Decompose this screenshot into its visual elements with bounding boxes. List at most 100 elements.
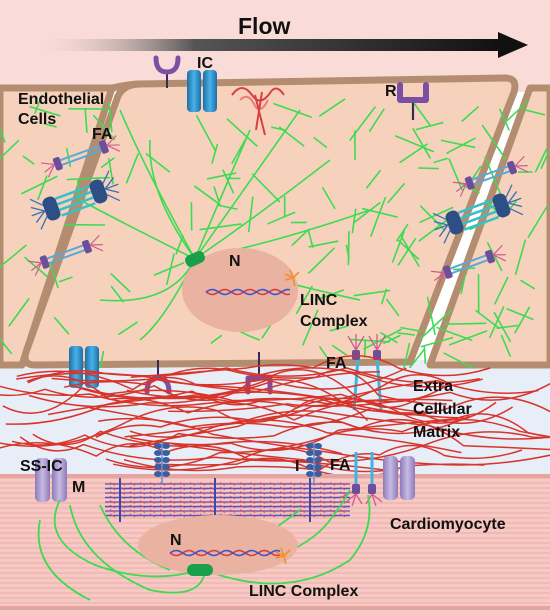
actin-filament (524, 109, 546, 116)
actin-filament (527, 206, 548, 238)
actin-filament (488, 306, 505, 339)
actin-filament (520, 279, 536, 290)
actin-myosin-crossbridge (149, 482, 156, 486)
actin-myosin-crossbridge (249, 504, 256, 509)
extracellular-matrix-fibers (0, 355, 550, 478)
actin-myosin-crossbridge (319, 482, 326, 486)
actin-myosin-crossbridge (249, 491, 256, 495)
actin-myosin-crossbridge (179, 509, 186, 513)
actin-myosin-crossbridge (159, 486, 166, 491)
nuclear-anchor-icon (185, 250, 205, 268)
actin-filament (8, 298, 30, 327)
actin-filament (347, 231, 350, 266)
actin-myosin-crossbridge (289, 504, 296, 509)
actin-filament (396, 223, 409, 242)
cardiomyocyte-nucleus (138, 515, 298, 575)
actin-myosin-crossbridge (219, 504, 226, 509)
costamere-subunit (306, 457, 314, 463)
actin-myosin-crossbridge (179, 513, 186, 518)
actin-filament (370, 197, 387, 237)
actin-filament (443, 352, 475, 368)
m-label: M (72, 479, 85, 496)
actin-filament (307, 229, 314, 248)
ss-ic-label: SS-IC (20, 458, 63, 475)
actin-myosin-crossbridge (129, 504, 136, 509)
actin-filament (506, 308, 534, 321)
actin-filament (420, 336, 454, 348)
actin-myosin-crossbridge (199, 495, 206, 500)
actin-filament (394, 135, 435, 153)
actin-myosin-crossbridge (129, 500, 136, 504)
actin-filament (211, 143, 219, 164)
actin-myosin-crossbridge (319, 504, 326, 509)
collagen-fiber (48, 367, 407, 416)
actin-filament (391, 230, 405, 263)
actin-filament (58, 276, 73, 283)
actin-myosin-crossbridge (289, 482, 296, 486)
collagen-fiber (89, 396, 550, 428)
nucleus-bottom-label: N (170, 532, 182, 549)
actin-myosin-crossbridge (279, 509, 286, 513)
actin-filament (34, 94, 43, 114)
actin-filament (231, 138, 247, 164)
actin-myosin-crossbridge (219, 509, 226, 513)
actin-myosin-crossbridge (329, 504, 336, 509)
actin-filament (210, 334, 223, 344)
actin-myosin-crossbridge (299, 495, 306, 500)
radial-filament (149, 139, 196, 260)
actin-myosin-crossbridge (249, 509, 256, 513)
actin-myosin-crossbridge (169, 482, 176, 486)
actin-filament (22, 155, 35, 165)
actin-filament (514, 306, 531, 334)
focal-adhesion-left-top (40, 135, 121, 178)
collagen-fiber (124, 410, 550, 440)
actin-filament (448, 330, 488, 346)
actin-myosin-crossbridge (259, 486, 266, 491)
actin-myosin-crossbridge (159, 500, 166, 504)
actin-myosin-crossbridge (279, 491, 286, 495)
actin-myosin-crossbridge (189, 509, 196, 513)
actin-myosin-crossbridge (159, 513, 166, 518)
actin-myosin-crossbridge (179, 482, 186, 486)
actin-myosin-crossbridge (329, 491, 336, 495)
actin-filament (321, 187, 336, 210)
actin-filament (423, 344, 427, 365)
actin-myosin-crossbridge (269, 486, 276, 491)
actin-filament (514, 239, 527, 276)
actin-myosin-crossbridge (279, 513, 286, 518)
actin-myosin-crossbridge (259, 495, 266, 500)
actin-filament (196, 115, 216, 151)
actin-myosin-crossbridge (269, 495, 276, 500)
actin-myosin-crossbridge (149, 500, 156, 504)
membrane-top (111, 80, 141, 92)
actin-myosin-crossbridge (239, 495, 246, 500)
actin-myosin-crossbridge (169, 500, 176, 504)
actin-myosin-crossbridge (149, 495, 156, 500)
actin-myosin-crossbridge (289, 509, 296, 513)
actin-myosin-crossbridge (189, 495, 196, 500)
costamere-subunit (154, 443, 162, 449)
actin-filament (397, 238, 417, 266)
costamere-subunit (314, 443, 322, 449)
actin-filament (271, 126, 287, 132)
costameres (154, 442, 322, 484)
actin-filament (399, 143, 428, 164)
actin-myosin-crossbridge (139, 500, 146, 504)
ion-channel-top-icon (187, 70, 217, 112)
actin-filament (400, 326, 422, 333)
actin-myosin-crossbridge (149, 509, 156, 513)
actin-myosin-crossbridge (299, 513, 306, 518)
actin-filament (475, 309, 500, 329)
actin-myosin-crossbridge (139, 509, 146, 513)
actin-myosin-crossbridge (329, 482, 336, 486)
actin-myosin-crossbridge (279, 495, 286, 500)
actin-myosin-crossbridge (249, 486, 256, 491)
costamere-subunit (314, 457, 322, 463)
actin-myosin-crossbridge (329, 509, 336, 513)
actin-filament (504, 100, 529, 123)
actin-myosin-crossbridge (169, 513, 176, 518)
actin-filament (419, 205, 446, 231)
actin-myosin-crossbridge (139, 482, 146, 486)
actin-myosin-crossbridge (129, 509, 136, 513)
actin-myosin-crossbridge (289, 500, 296, 504)
